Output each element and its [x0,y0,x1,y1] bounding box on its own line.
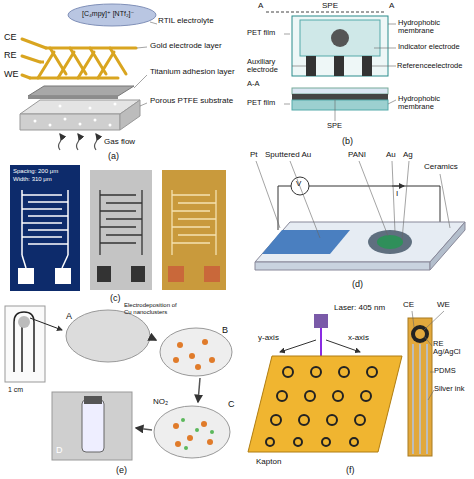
terminal-label: CE [4,33,17,43]
step-label: Electrodeposition of Cu nanoclusters [124,302,184,315]
section-mark: A [389,2,394,11]
step-letter: B [222,326,228,336]
part-label: CE [403,301,414,310]
part-label: RTIL electrolyte [158,17,214,26]
part-label: Silver ink [434,385,464,393]
spe-sensor [266,12,396,121]
laser-label: Laser: 405 nm [334,304,385,313]
flow-label: Gas flow [104,138,135,147]
current-symbol: I [396,190,398,199]
part-label: Hydrophobic membrane [398,19,470,36]
dimension-label: Width: 310 μm [13,176,52,183]
part-label: Gold electrode layer [150,42,222,51]
axis-label: y-axis [258,334,279,343]
part-label: Titanium adhesion layer [150,68,235,77]
laser-fabrication [248,311,444,456]
part-label: Kapton [256,458,281,467]
panel-letter: (f) [346,466,355,476]
part-label: Au [386,151,396,160]
part-label: RE Ag/AgCl [433,340,471,357]
part-label: Porous PTFE substrate [150,97,233,106]
panel-letter: (a) [108,152,119,162]
sensor-stack [20,4,157,150]
section-mark: A [258,2,263,11]
panel-letter: (e) [116,466,127,476]
part-label: Indicator electrode [398,43,460,51]
part-label: Ceramics [424,163,458,172]
part-label: Auxiliary electrode [247,58,291,75]
pani-sensor [255,161,465,270]
part-label: SPE [322,2,338,11]
part-label: PET film [247,99,275,107]
gas-label: NO₂ [153,398,168,407]
terminal-label: WE [4,70,19,80]
section-label: A-A [247,80,260,88]
step-letter: A [66,312,72,322]
meter-symbol: V [296,180,301,189]
part-label: PDMS [434,367,456,375]
panel-letter: (c) [110,294,121,304]
part-label: Ag [403,151,413,160]
electrode-photos [10,165,226,291]
terminal-label: RE [4,51,17,61]
dimension-label: Spacing: 200 μm [13,168,58,175]
part-label: SPE [327,122,342,130]
panel-letter: (d) [352,280,363,290]
cu-electrode [5,306,232,460]
electrolyte-formula: [C₄mpy]⁺ [NTf₂]⁻ [82,10,134,18]
panel-letter: (b) [342,137,353,147]
step-letter: C [228,400,235,410]
part-label: Referenceelectrode [397,62,462,70]
part-label: WE [437,301,450,310]
axis-label: x-axis [348,334,369,343]
part-label: Hydrophobic membrane [398,95,470,112]
part-label: PANI [348,151,366,160]
part-label: Sputtered Au [265,151,311,160]
step-letter: D [56,446,63,456]
scale-label: 1 cm [8,386,23,394]
part-label: Pt [250,151,258,160]
part-label: PET film [247,29,275,37]
